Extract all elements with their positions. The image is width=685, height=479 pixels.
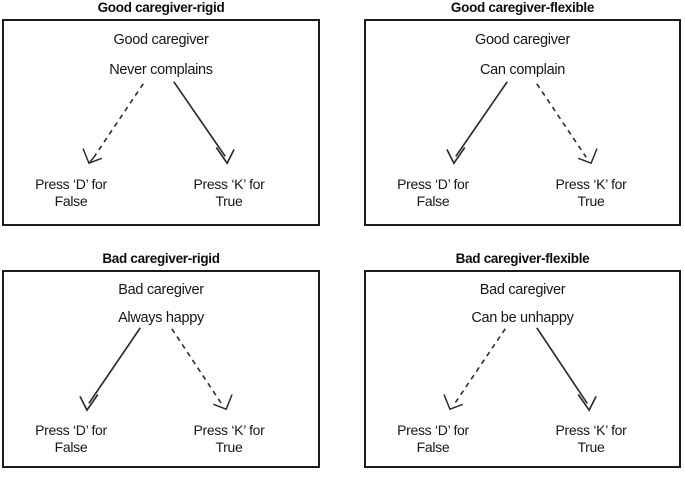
arrow-to-right-response [173, 81, 235, 165]
arrow-to-right-response [171, 328, 233, 411]
response-left-line-1: Press ‘D’ for [397, 176, 469, 192]
response-left-line-2: False [54, 193, 88, 209]
response-option-left[interactable]: Press ‘D’ for False [6, 422, 136, 456]
stimulus-line-2: Never complains [109, 62, 213, 78]
panel-title: Good caregiver-rigid [97, 0, 225, 15]
response-left-line-2: False [54, 439, 88, 455]
panel-title: Good caregiver-flexible [450, 0, 595, 15]
response-right-line-2: True [215, 193, 243, 209]
response-left-line-2: False [416, 439, 450, 455]
response-left-line-2: False [416, 193, 450, 209]
response-option-left[interactable]: Press ‘D’ for False [368, 422, 498, 456]
arrow-to-left-response [446, 81, 508, 165]
response-option-right[interactable]: Press ‘K’ for True [164, 422, 294, 456]
panel-good-caregiver-rigid: Good caregiver-rigid Good caregiver Neve… [2, 0, 320, 226]
stimulus-line-2: Always happy [118, 310, 204, 326]
response-option-left[interactable]: Press ‘D’ for False [368, 176, 498, 210]
panel-frame: Bad caregiver Always happy Press ‘D’ for… [2, 270, 320, 468]
stimulus-line-2: Can complain [479, 62, 566, 78]
response-right-line-1: Press ‘K’ for [555, 176, 627, 192]
panel-bad-caregiver-flexible: Bad caregiver-flexible Bad caregiver Can… [364, 251, 681, 468]
stimulus-line-1: Bad caregiver [479, 282, 566, 298]
arrow-to-left-response [443, 328, 506, 411]
stimulus-line-1: Good caregiver [113, 32, 209, 48]
response-right-line-2: True [215, 439, 243, 455]
panel-bad-caregiver-rigid: Bad caregiver-rigid Bad caregiver Always… [2, 251, 320, 468]
panel-frame: Good caregiver Never complains Press ‘D’… [2, 19, 320, 226]
response-option-right[interactable]: Press ‘K’ for True [164, 176, 294, 210]
response-left-line-1: Press ‘D’ for [35, 176, 107, 192]
panel-frame: Good caregiver Can complain Press ‘D’ fo… [364, 19, 681, 226]
response-option-right[interactable]: Press ‘K’ for True [526, 422, 656, 456]
panel-frame: Bad caregiver Can be unhappy Press ‘D’ f… [364, 270, 681, 468]
panel-good-caregiver-flexible: Good caregiver-flexible Good caregiver C… [364, 0, 681, 226]
arrow-to-left-response [79, 327, 141, 412]
response-right-line-1: Press ‘K’ for [193, 422, 265, 438]
stimulus-line-2: Can be unhappy [471, 310, 574, 326]
response-right-line-2: True [577, 439, 605, 455]
response-option-left[interactable]: Press ‘D’ for False [6, 176, 136, 210]
panel-title: Bad caregiver-rigid [102, 251, 220, 266]
response-right-line-1: Press ‘K’ for [555, 422, 627, 438]
response-right-line-1: Press ‘K’ for [193, 176, 265, 192]
response-left-line-1: Press ‘D’ for [35, 422, 107, 438]
stimulus-line-1: Bad caregiver [118, 282, 204, 298]
response-option-right[interactable]: Press ‘K’ for True [526, 176, 656, 210]
arrow-to-right-response [536, 83, 598, 165]
stimulus-line-1: Good caregiver [475, 32, 570, 48]
response-right-line-2: True [577, 193, 605, 209]
arrow-to-right-response [536, 327, 597, 412]
arrow-to-left-response [82, 83, 144, 165]
panel-title: Bad caregiver-flexible [455, 251, 590, 266]
response-left-line-1: Press ‘D’ for [397, 422, 469, 438]
